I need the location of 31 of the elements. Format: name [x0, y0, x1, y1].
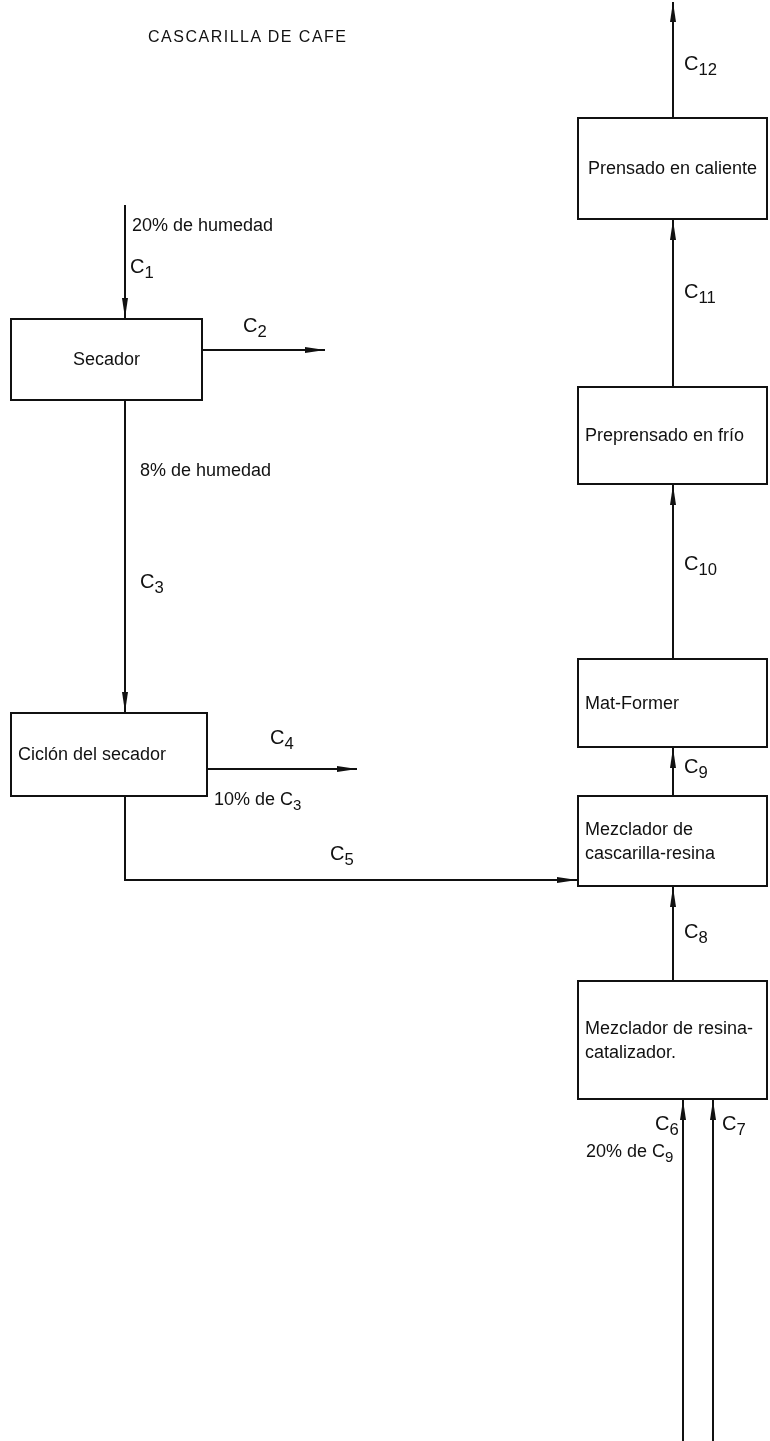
- stream-note: 8% de humedad: [140, 461, 272, 481]
- stream-note: 20% de C$_{9}$: [586, 1142, 674, 1166]
- arrow: [124, 796, 578, 883]
- arrow: [670, 1, 676, 118]
- process-box: [577, 658, 768, 748]
- arrow: [202, 347, 326, 353]
- process-label: Mezclador de cascarilla-resina: [585, 817, 717, 865]
- process-label: Preprensado en frío: [585, 424, 745, 448]
- process-label: Secador: [72, 348, 140, 372]
- arrow: [670, 484, 676, 659]
- arrow: [670, 747, 676, 796]
- title: CASCARILLA DE CAFE: [148, 28, 348, 46]
- process-box: [577, 795, 768, 887]
- process-label: Ciclón del secador: [18, 743, 167, 767]
- process-box: [577, 117, 768, 220]
- stream-note: 10% de C$_{3}$: [214, 790, 302, 814]
- process-label: Prensado en caliente: [587, 157, 758, 181]
- process-label: Mezclador de resina-catalizador.: [585, 1016, 755, 1064]
- process-box: [10, 712, 208, 797]
- arrow: [122, 204, 128, 319]
- process-box: [577, 386, 768, 485]
- arrow: [670, 219, 676, 387]
- arrow: [207, 766, 358, 772]
- arrow: [670, 886, 676, 981]
- stream-note: 20% de humedad: [132, 216, 274, 236]
- process-box: [10, 318, 203, 401]
- arrow: [122, 400, 128, 713]
- process-label: Mat-Former: [585, 691, 679, 715]
- arrow: [710, 1099, 716, 1441]
- process-box: [577, 980, 768, 1100]
- arrow: [680, 1099, 686, 1441]
